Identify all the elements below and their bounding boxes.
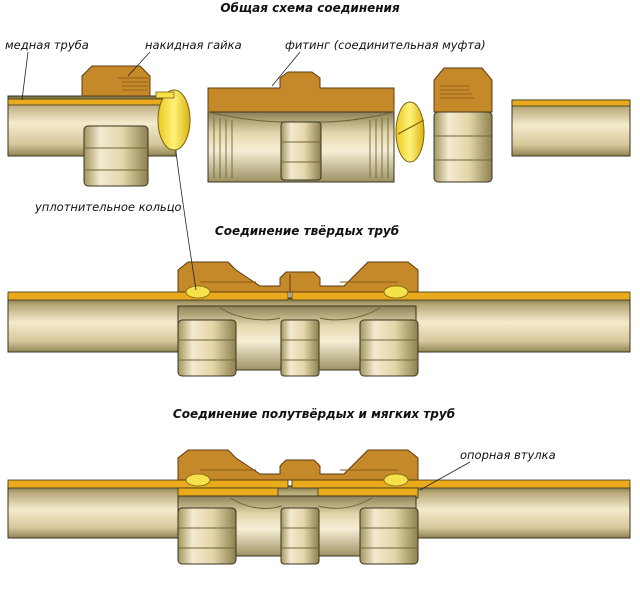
label-union-nut: накидная гайка bbox=[145, 38, 242, 52]
title-general-scheme: Общая схема соединения bbox=[220, 1, 400, 15]
soft-pipe-assembly bbox=[7, 449, 631, 565]
sealing-ring-left bbox=[155, 89, 191, 151]
title-soft-pipes: Соединение полутвёрдых и мягких труб bbox=[173, 407, 455, 421]
label-support-sleeve: опорная втулка bbox=[460, 448, 556, 462]
union-nut-left bbox=[81, 65, 151, 187]
union-nut-right bbox=[433, 67, 493, 183]
central-fitting bbox=[207, 71, 395, 183]
sealing-ring-right bbox=[395, 101, 425, 163]
rigid-pipe-assembly bbox=[7, 151, 631, 377]
title-rigid-pipes: Соединение твёрдых труб bbox=[215, 224, 399, 238]
label-fitting: фитинг (соединительная муфта) bbox=[285, 38, 486, 52]
label-copper-pipe: медная труба bbox=[5, 38, 89, 52]
right-pipe bbox=[511, 99, 631, 157]
label-sealing-ring: уплотнительное кольцо bbox=[34, 200, 182, 214]
exploded-view bbox=[7, 51, 631, 187]
